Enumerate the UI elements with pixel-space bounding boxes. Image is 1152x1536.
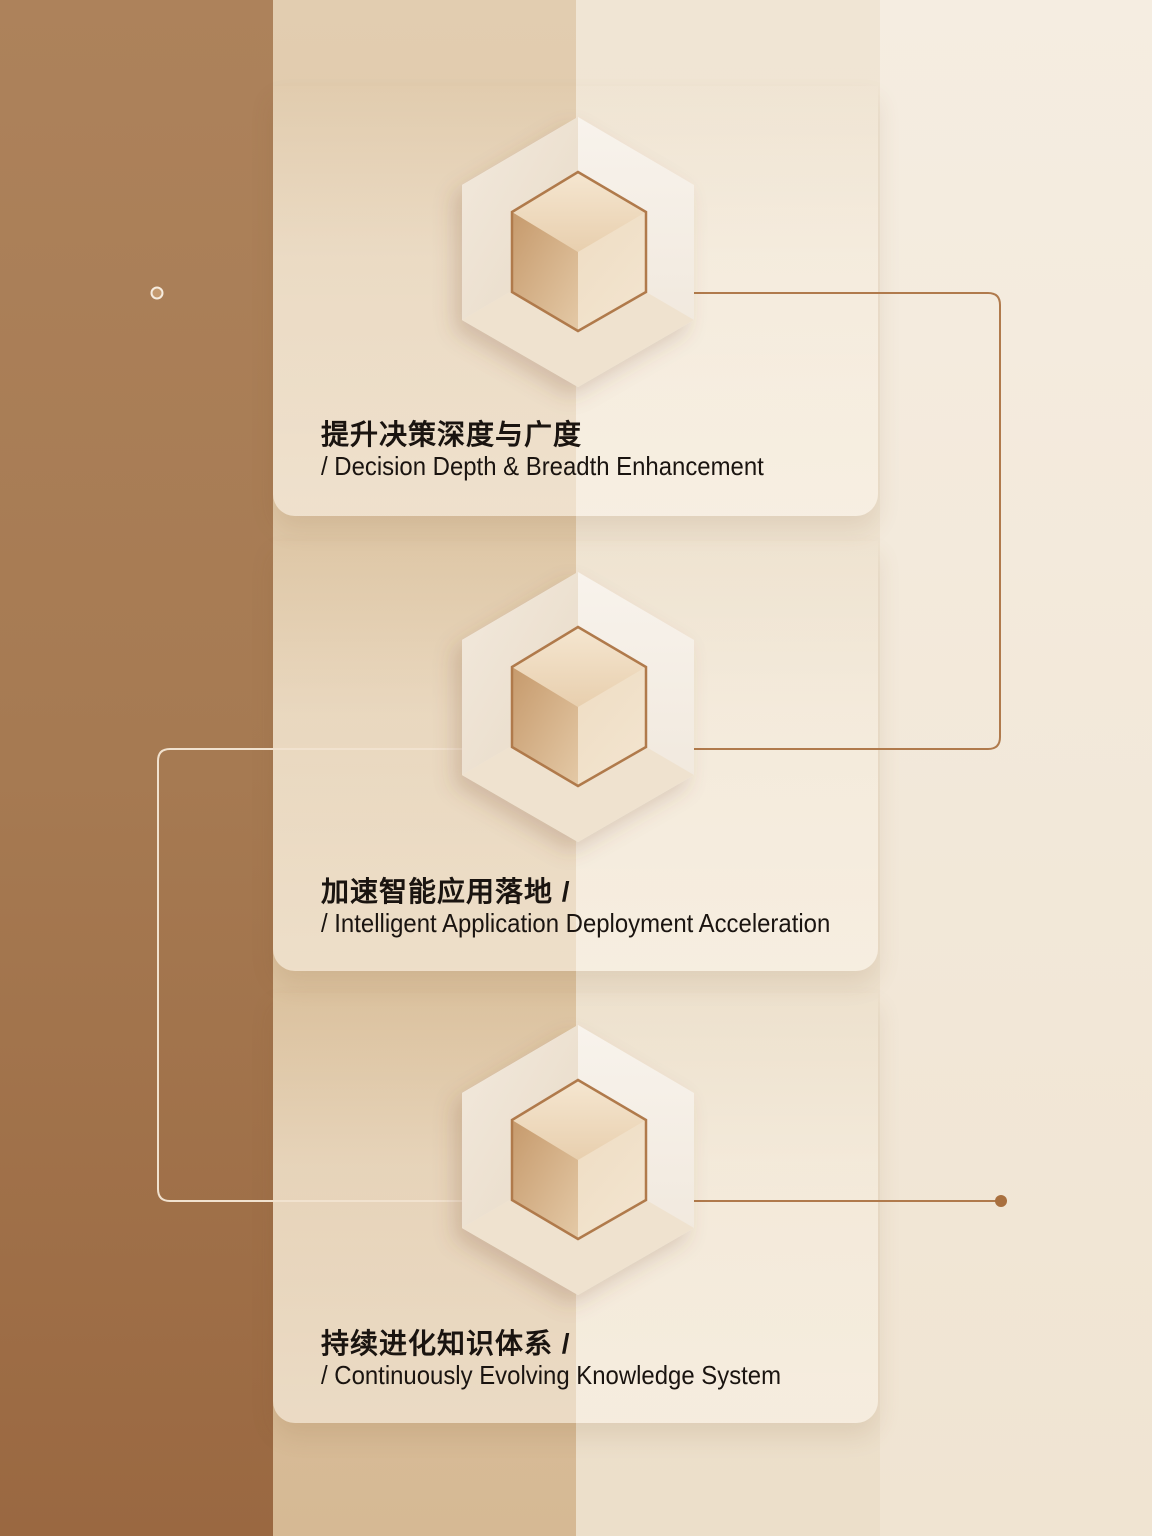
step-3-subtitle: / Continuously Evolving Knowledge System (321, 1360, 782, 1390)
step-2-title: 加速智能应用落地 / (321, 876, 571, 907)
connector-line-2-to-3 (157, 748, 462, 1202)
start-node-icon (150, 286, 164, 300)
end-node-icon (995, 1195, 1007, 1207)
step-3-title: 持续进化知识体系 / (321, 1328, 571, 1359)
cube-icon (462, 117, 694, 387)
step-1-title: 提升决策深度与广度 (321, 419, 583, 450)
cube-icon (462, 1025, 694, 1295)
background-column-4 (880, 0, 1152, 1536)
step-2-subtitle: / Intelligent Application Deployment Acc… (321, 908, 831, 938)
background-column-1 (0, 0, 273, 1536)
cube-icon (462, 572, 694, 842)
connector-line-1-to-2 (694, 292, 1001, 750)
step-1-subtitle: / Decision Depth & Breadth Enhancement (321, 451, 764, 481)
